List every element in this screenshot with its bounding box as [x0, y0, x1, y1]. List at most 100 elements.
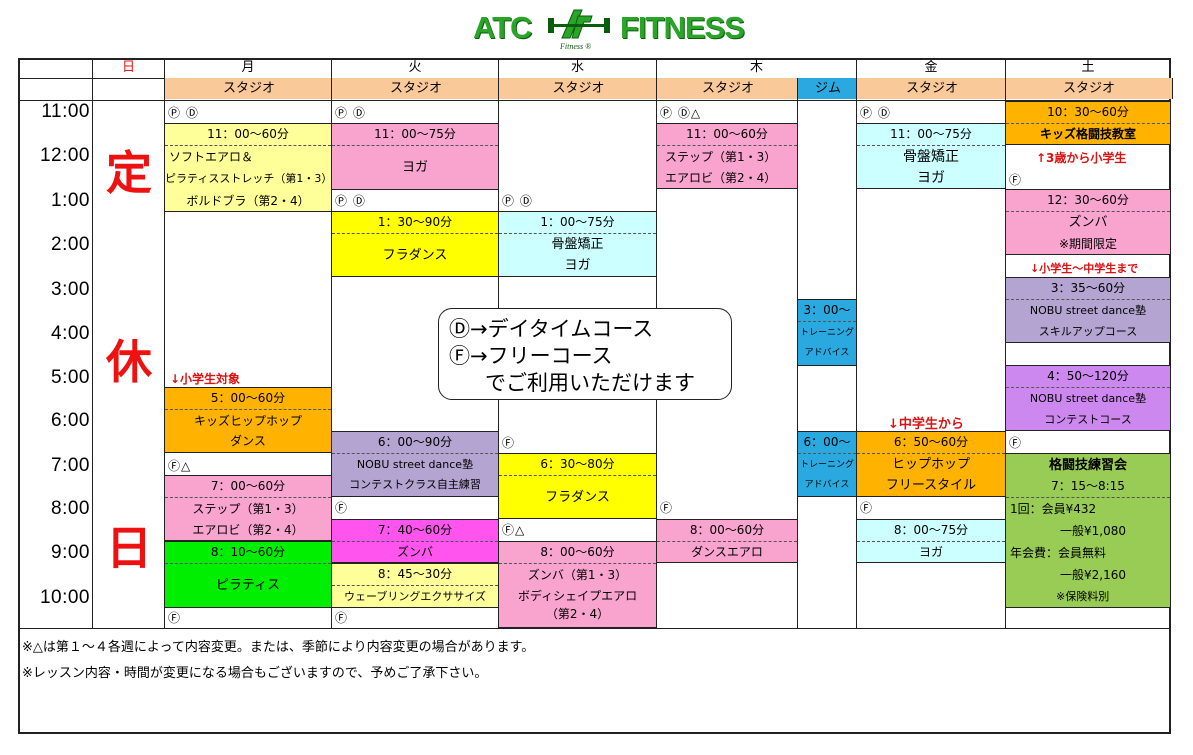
time-label: 6:00	[51, 410, 90, 431]
class-name: コンテストコース	[1044, 413, 1132, 426]
class-title: 格闘技練習会	[1048, 458, 1127, 473]
class-block: 1：00～75分 骨盤矯正 ヨガ	[498, 211, 657, 277]
gym-header-thu: ジム	[797, 78, 859, 99]
class-name: ピラティス	[215, 578, 281, 593]
class-name: エアロビ（第2・4）	[665, 171, 777, 185]
class-block: 12：30～60分 ズンバ ※期間限定	[1005, 189, 1171, 255]
class-name: ボルドブラ（第2・4）	[186, 194, 310, 208]
class-block: 8：45～30分 ウェーブリングエクササイズ	[331, 563, 499, 608]
class-time: 4：50～120分	[1006, 366, 1170, 388]
class-name: アドバイス	[804, 348, 850, 358]
class-time: 8：00～75分	[857, 520, 1005, 542]
closed-char: 定	[106, 146, 152, 200]
class-block: 8：10～60分 ピラティス	[164, 541, 332, 608]
price-line: ※保険料別	[1056, 590, 1110, 603]
price-line: 一般¥2,160	[1060, 568, 1126, 582]
logo-text-right: FITNESS	[620, 10, 745, 45]
class-block: 7：00～60分 ステップ（第1・3） エアロビ（第2・4）	[164, 475, 332, 541]
class-block: 6：00～ トレーニング アドバイス	[797, 431, 857, 497]
class-time: 7：00～60分	[165, 476, 331, 498]
class-name: NOBU street dance塾	[1029, 304, 1147, 317]
price-line: 1回：会員¥432	[1010, 502, 1097, 516]
class-time: 10：30～60分	[1006, 102, 1170, 124]
class-time: 1：30～90分	[332, 212, 498, 234]
course-mark: Ⓟ Ⓓ	[502, 194, 533, 208]
closed-char: 休	[106, 335, 152, 389]
course-mark: Ⓕ	[1009, 173, 1023, 187]
time-label: 4:00	[51, 323, 90, 344]
class-name: NOBU street dance塾	[356, 458, 474, 471]
age-note: ↓中学生から	[888, 417, 964, 432]
class-name: 骨盤矯正	[551, 237, 604, 252]
course-mark: Ⓟ Ⓓ△	[660, 106, 702, 120]
class-time: 6：30～80分	[499, 454, 656, 476]
legend-line: Ⓕ→フリーコース	[449, 344, 613, 368]
course-mark: Ⓕ	[502, 436, 516, 450]
class-name: スキルアップコース	[1038, 325, 1138, 338]
class-block: 7：40～60分 ズンバ	[331, 519, 499, 563]
age-note: ↓小学生対象	[170, 372, 241, 386]
class-name: ダンス	[230, 434, 266, 448]
class-time: 12：30～60分	[1006, 190, 1170, 212]
class-time: 8：10～60分	[165, 542, 331, 564]
class-time: 11：00～60分	[657, 124, 797, 146]
class-block: 10：30～60分 キッズ格闘技教室	[1005, 101, 1171, 145]
class-time: 3：35～60分	[1006, 278, 1170, 300]
class-block: 11：00～75分 ヨガ	[331, 123, 499, 190]
class-name: キッズヒップホップ	[193, 414, 302, 428]
class-name: ステップ（第1・3）	[192, 502, 304, 516]
day-header-fri: 金	[924, 60, 938, 75]
course-mark: Ⓟ Ⓓ	[335, 194, 366, 208]
class-time: 7：15～8:15	[1006, 476, 1170, 498]
class-name: アドバイス	[804, 480, 850, 490]
class-time: 8：45～30分	[332, 564, 498, 586]
studio-header-wed: スタジオ	[498, 78, 659, 99]
divider	[18, 100, 1171, 101]
class-name: ※期間限定	[1058, 237, 1118, 251]
course-mark: Ⓕ△	[168, 459, 192, 473]
class-name: NOBU street dance塾	[1029, 392, 1147, 405]
age-note: ↑3歳から小学生	[1036, 151, 1127, 165]
class-name: ヨガ	[917, 170, 945, 186]
class-name: フラダンス	[382, 248, 448, 263]
divider	[331, 58, 332, 628]
legend-line: Ⓓ→デイタイムコース	[449, 317, 654, 341]
time-label: 3:00	[51, 279, 90, 300]
studio-header-tue: スタジオ	[331, 78, 501, 99]
class-name: キッズ格闘技教室	[1039, 127, 1136, 141]
studio-header-sat: スタジオ	[1005, 78, 1173, 99]
legend-line: でご利用いただけます	[485, 371, 695, 395]
class-time: 6：00～	[798, 432, 856, 454]
day-header-tue: 火	[408, 60, 422, 75]
legend-box: Ⓓ→デイタイムコース Ⓕ→フリーコース でご利用いただけます	[438, 308, 732, 400]
divider	[18, 628, 1171, 629]
class-time: 11：00～60分	[165, 124, 331, 146]
class-name: 骨盤矯正	[903, 149, 959, 165]
class-time: 3：00～	[798, 300, 856, 322]
day-header-wed: 水	[570, 60, 584, 75]
class-name: コンテストクラス自主練習	[349, 478, 481, 491]
course-mark: Ⓕ△	[502, 523, 526, 537]
time-label: 9:00	[51, 542, 90, 563]
studio-header-mon: スタジオ	[164, 78, 334, 99]
class-block: 6：30～80分 フラダンス	[498, 453, 657, 519]
class-time: 8：00～60分	[499, 542, 656, 564]
class-block: 6：00～90分 NOBU street dance塾 コンテストクラス自主練習	[331, 431, 499, 497]
class-block: 3：35～60分 NOBU street dance塾 スキルアップコース	[1005, 277, 1171, 343]
class-block: 4：50～120分 NOBU street dance塾 コンテストコース	[1005, 365, 1171, 431]
course-mark: Ⓕ	[860, 501, 874, 515]
divider	[1005, 58, 1006, 628]
time-label: 8:00	[51, 498, 90, 519]
divider	[164, 58, 165, 628]
price-line: 年会費：会員無料	[1010, 546, 1107, 560]
class-name: ボディシェイプエアロ	[517, 589, 638, 603]
course-mark: Ⓕ	[335, 501, 349, 515]
footer-note: ※レッスン内容・時間が変更になる場合もございますので、予めご了承下さい。	[22, 666, 488, 681]
class-name: ヨガ	[564, 258, 591, 273]
class-name: ウェーブリングエクササイズ	[343, 590, 486, 603]
class-time: 6：00～90分	[332, 432, 498, 454]
course-mark: Ⓟ Ⓓ	[335, 106, 366, 120]
day-header-thu: 木	[749, 60, 763, 75]
logo-mark-icon	[548, 9, 610, 39]
class-block: 6：50～60分 ヒップホップ フリースタイル	[856, 431, 1006, 497]
